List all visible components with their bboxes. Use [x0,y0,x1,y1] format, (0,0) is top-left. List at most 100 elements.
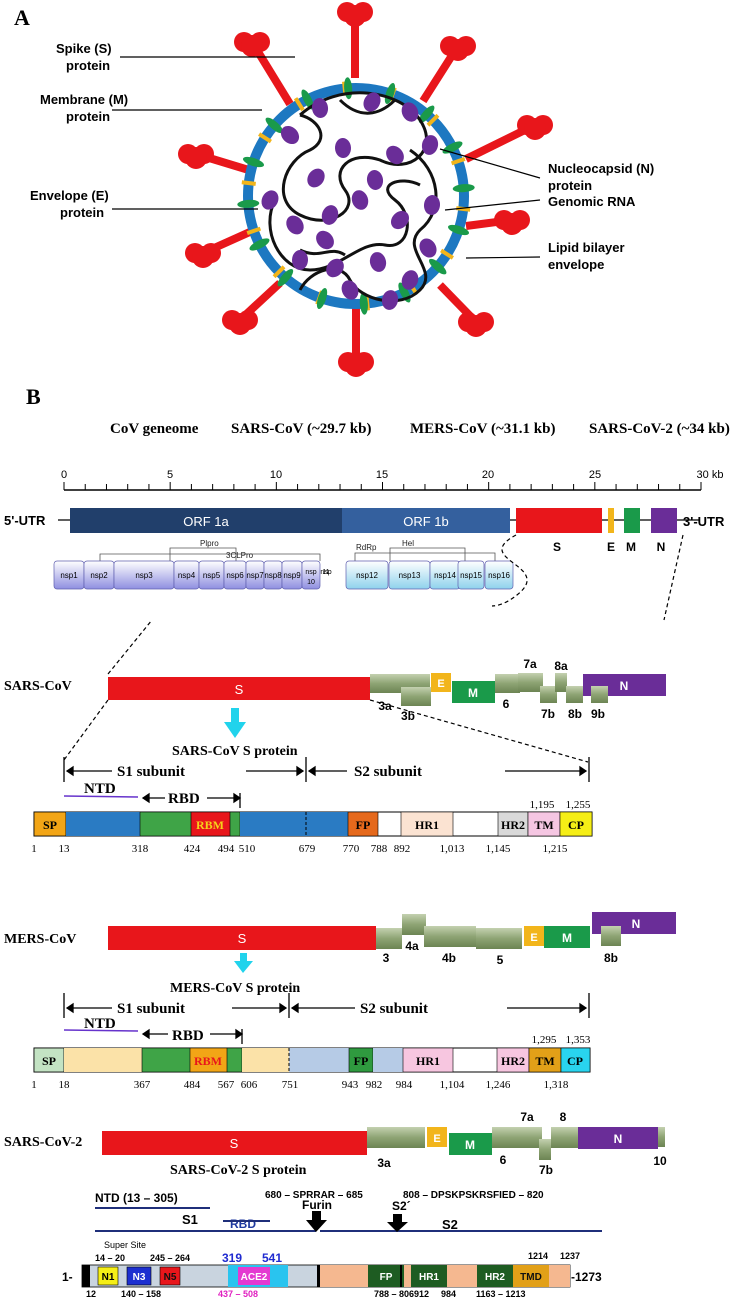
sars2-orf-label: 6 [500,1153,507,1167]
sars2-m-label: M [465,1138,475,1152]
nsp-label: nsp [305,569,316,576]
orf1a-block [70,508,342,533]
nsp-label: nsp8 [264,571,282,580]
nsp-label: 10 [307,579,315,586]
sars-tm-domain: TM [534,818,553,832]
ruler-tick-label: 0 [61,469,67,481]
nucleocapsid-protein [307,168,325,188]
sars-e-gene [431,673,451,692]
sars-num: 1,013 [440,843,465,855]
nsp-label: nsp14 [434,571,456,580]
ruler-tick-label: 20 [482,469,494,481]
sars2-s2-label: S2 [442,1217,458,1232]
genome-size-header: CoV geneome SARS-CoV (~29.7 kb) MERS-CoV… [110,421,730,437]
genomic-rna-strand [268,179,421,272]
membrane-protein [277,268,294,287]
sars-orf3b [401,687,431,706]
mers-ntd-underline [63,1029,139,1032]
envelope-protein [450,156,466,166]
nucleocapsid-protein [401,102,419,122]
mers-orf-label: 8b [604,951,618,965]
nsp-box [484,560,514,590]
nsp-label: nsp12 [356,571,378,580]
nsp-label: nsp1 [60,571,78,580]
mers-num: 1 [31,1079,37,1091]
mers-n-label: N [632,917,641,931]
sars-orf-label: 3a [378,699,392,713]
m-gene-label: M [626,540,636,554]
sars-top-num: 1,255 [566,799,591,811]
sars2-hr1-domain: HR1 [419,1272,439,1283]
sars-s-label: S [235,682,244,697]
utr3-label: 3'-UTR [683,514,725,529]
mers-ntd-label: NTD [84,1016,116,1032]
sars-top-num: 1,195 [530,799,555,811]
spike-head [234,32,270,57]
sars-s1-label: S1 subunit [117,764,185,780]
sars-orf-label: 7a [523,657,537,671]
sars-fp-domain: FP [356,818,371,832]
nucleocapsid-protein [386,145,404,165]
spike-head [222,310,258,335]
mers-cyan-arrow [234,953,253,973]
mers-m-gene [544,926,590,948]
membrane-protein [359,292,368,315]
mers-orf-label: 4a [405,939,419,953]
sars-rbd-label: RBD [168,791,200,807]
mers-cp-domain: CP [567,1054,583,1068]
sars2-range: 12 [86,1289,96,1299]
sars2-range: 319 [222,1251,242,1265]
sars2-range: 437 – 508 [218,1289,258,1299]
sars2-orf10 [658,1127,665,1147]
mers-rbd-label: RBD [172,1028,204,1044]
sars2-orf7a [516,1127,542,1148]
mers-tm-domain: TM [535,1054,554,1068]
nsp-box [345,560,389,590]
header-sars2: SARS-CoV-2 (~34 kb) [589,421,730,437]
mers-hr1-domain: HR1 [416,1054,440,1068]
sars-num: 1,215 [543,843,568,855]
sars-orf7a [518,673,543,692]
nucleocapsid-protein [261,190,279,210]
plpro-label: Plpro [200,539,219,548]
s-gene-block [516,508,602,533]
nsp-brackets [99,547,496,561]
nsp-label: nsp15 [460,571,482,580]
nucleocapsid-protein [341,280,359,300]
sars2-n-label: N [614,1132,623,1146]
mers-sp-domain: SP [42,1054,56,1068]
sars-cyan-arrow [224,708,246,738]
orf1b-block [342,508,510,533]
mers-num: 751 [282,1079,299,1091]
membrane-label-2: protein [66,109,110,124]
spike-head [178,144,214,169]
ruler-tick-label: 15 [376,469,388,481]
m-gene-block [624,508,640,533]
sars-num: 13 [59,843,71,855]
mers-s2-label: S2 subunit [360,1001,428,1017]
sars2-orf8 [551,1127,578,1148]
sars-num: 318 [132,843,149,855]
sars2-orf-label: 7a [520,1110,534,1124]
mers-top-num: 1,295 [532,1034,557,1046]
sars2-s-protein-bar: N1 N3 N5 ACE2 FP HR1 HR2 TMD [81,1264,571,1288]
mers-num: 1,104 [440,1079,465,1091]
virus-illustration [178,2,553,377]
mers-orf4a [402,914,426,935]
nsp-label: nsp3 [135,571,153,580]
sars-e-label: E [437,678,444,690]
panel-a-labels: Spike (S) protein Membrane (M) protein E… [30,41,654,272]
sars-cov-name: SARS-CoV [4,679,72,694]
mers-num: 943 [342,1079,359,1091]
sars2-orf-label: 3a [377,1156,391,1170]
sars2-range: 1237 [560,1251,580,1261]
nucleocapsid-label-2: protein [548,178,592,193]
sars-num: 494 [218,843,235,855]
nsp-label: nsp5 [203,571,221,580]
sars-hr2-domain: HR2 [501,818,525,832]
spike-head [458,312,494,337]
sars2-s2p-site: 808 – DPSKPSKRSFIED – 820 [403,1190,544,1201]
utr5-label: 5'-UTR [4,513,46,528]
sars2-hr2-domain: HR2 [485,1272,505,1283]
